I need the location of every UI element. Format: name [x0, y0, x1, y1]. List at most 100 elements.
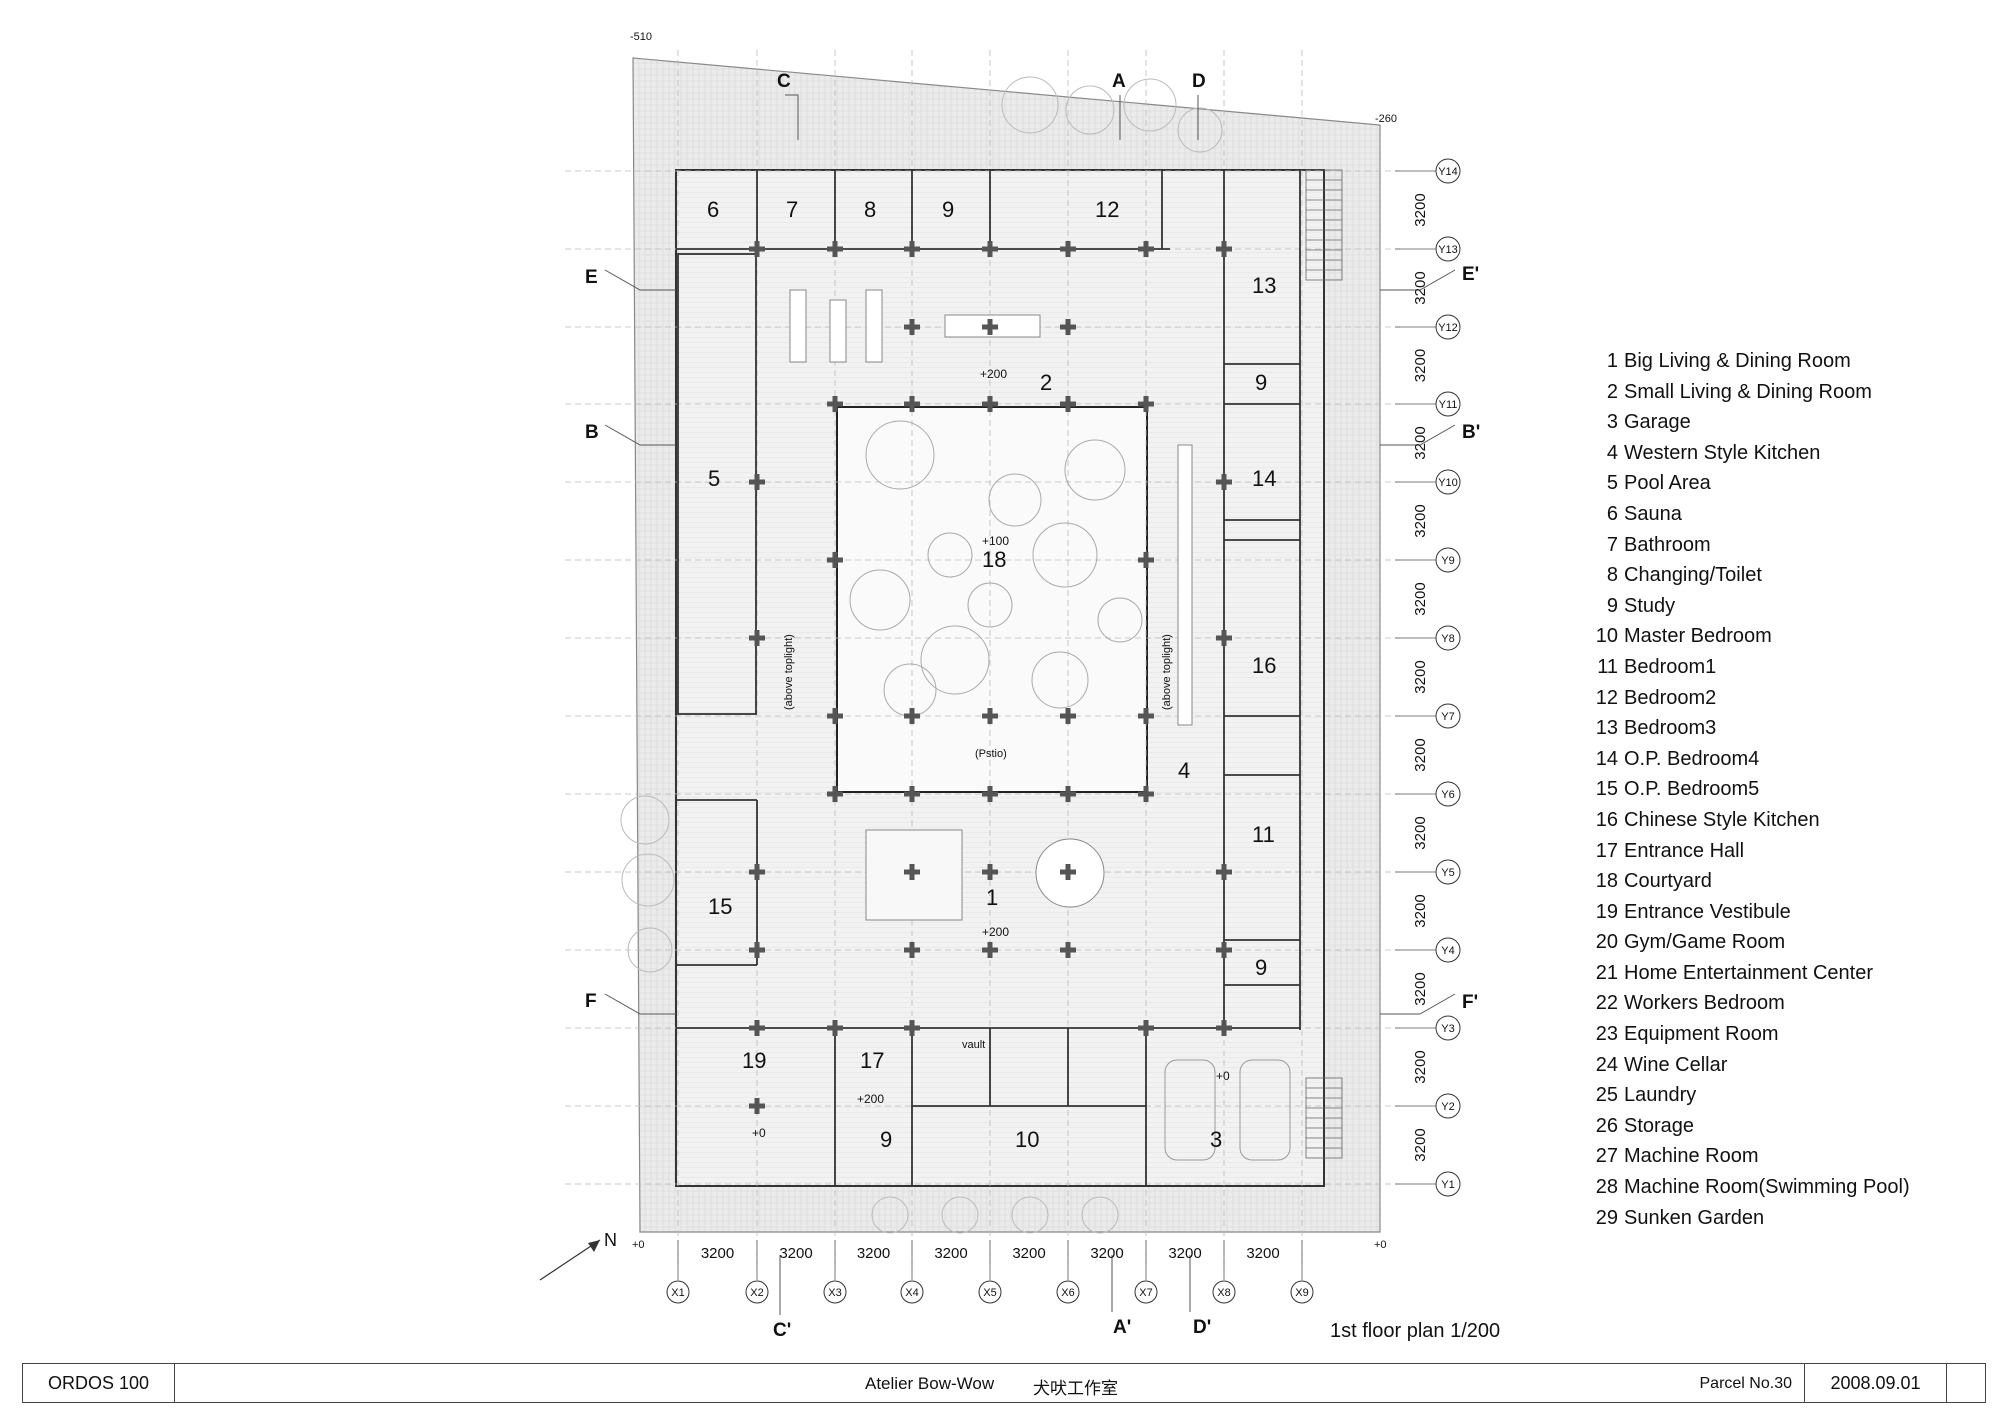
dimension-x: 3200	[934, 1245, 967, 1262]
room-tag-14: 14	[1252, 466, 1276, 491]
dimension-x: 3200	[779, 1245, 812, 1262]
level-living-1: +200	[982, 925, 1009, 939]
room-tag-19: 19	[742, 1048, 766, 1073]
column-marker	[904, 942, 920, 958]
grid-label-x: X5	[983, 1287, 996, 1299]
column-marker	[904, 396, 920, 412]
room-tag-9d: 9	[880, 1127, 892, 1152]
legend-number: 23	[1595, 1023, 1618, 1046]
column-marker	[1216, 241, 1232, 257]
column-marker	[982, 241, 998, 257]
grid-bubble-y: Y13	[1395, 236, 1461, 262]
dimension-y: 3200	[1412, 271, 1429, 304]
grid-bubble-x: X5	[978, 1240, 1002, 1304]
grid-bubble-y: Y2	[1395, 1093, 1461, 1119]
grid-bubble-y: Y8	[1395, 625, 1461, 651]
section-b-left: B	[585, 422, 599, 443]
structural-columns	[749, 241, 1232, 1114]
legend-number: 7	[1606, 533, 1618, 556]
column-marker	[982, 396, 998, 412]
legend-number: 28	[1595, 1176, 1618, 1199]
section-e-left: E	[585, 267, 598, 288]
grid-bubble-y: Y1	[1395, 1171, 1461, 1197]
dimension-y: 3200	[1412, 349, 1429, 382]
grid-bubble-x: X8	[1212, 1240, 1236, 1304]
column-marker	[1060, 708, 1076, 724]
grid-label-y: Y4	[1441, 945, 1454, 957]
dimension-y: 3200	[1412, 193, 1429, 226]
grid-label-y: Y13	[1438, 244, 1458, 256]
grid-bubble-y: Y6	[1395, 781, 1461, 807]
legend-item: 1 Big Living & Dining Room	[1588, 346, 1910, 377]
column-marker	[1138, 241, 1154, 257]
room-tag-7: 7	[786, 197, 798, 222]
level-site-top-right: -260	[1375, 113, 1397, 125]
section-b-right: B'	[1462, 422, 1480, 443]
grid-label-x: X8	[1217, 1287, 1230, 1299]
room-tag-15: 15	[708, 894, 732, 919]
grid-label-y: Y7	[1441, 711, 1454, 723]
column-marker	[1138, 396, 1154, 412]
project-name: ORDOS 100	[23, 1364, 175, 1402]
room-tag-11: 11	[1252, 822, 1275, 847]
revision-cell	[1947, 1364, 1985, 1402]
dimension-y: 3200	[1412, 972, 1429, 1005]
legend-label: Bedroom3	[1624, 717, 1717, 740]
grid-bubble-y: Y12	[1395, 314, 1461, 340]
section-c-bottom: C'	[773, 1320, 791, 1341]
title-block: ORDOS 100 Atelier Bow-Wow 犬吠工作室 Parcel N…	[22, 1363, 1986, 1403]
level-site-bottom-left: +0	[632, 1239, 645, 1251]
column-marker	[1216, 1020, 1232, 1036]
grid-label-y: Y14	[1438, 166, 1458, 178]
legend-number: 12	[1595, 686, 1618, 709]
grid-label-y: Y5	[1441, 867, 1454, 879]
legend-number: 9	[1606, 594, 1618, 617]
grid-label-x: X7	[1139, 1287, 1152, 1299]
legend-label: Bedroom2	[1624, 686, 1717, 709]
room-tag-3: 3	[1210, 1127, 1222, 1152]
column-marker	[904, 241, 920, 257]
column-marker	[749, 241, 765, 257]
room-tag-9a: 9	[942, 197, 954, 222]
grid-bubble-x: X4	[900, 1240, 924, 1304]
grid-label-x: X9	[1295, 1287, 1308, 1299]
legend-number: 3	[1606, 411, 1618, 434]
room-tag-9b: 9	[1255, 370, 1267, 395]
legend-number: 20	[1595, 931, 1618, 954]
column-marker	[1138, 552, 1154, 568]
dimension-x: 3200	[857, 1245, 890, 1262]
legend-label: Big Living & Dining Room	[1624, 350, 1851, 372]
column-marker	[1060, 786, 1076, 802]
drawing-date: 2008.09.01	[1805, 1364, 1947, 1402]
legend-number: 25	[1595, 1084, 1618, 1107]
legend-label: Entrance Hall	[1624, 839, 1745, 862]
legend-label: Western Style Kitchen	[1624, 441, 1821, 464]
legend-label: O.P. Bedroom5	[1624, 778, 1760, 801]
dimension-y: 3200	[1412, 426, 1429, 459]
dimension-x: 3200	[1012, 1245, 1045, 1262]
grid-bubble-y: Y7	[1395, 703, 1461, 729]
legend-label: Sauna	[1624, 502, 1682, 525]
legend-number: 29	[1595, 1206, 1618, 1229]
grid-bubble-y: Y9	[1395, 547, 1461, 573]
legend-number: 1	[1606, 350, 1618, 372]
column-marker	[827, 396, 843, 412]
legend-number: 4	[1606, 441, 1618, 464]
legend-label: Study	[1624, 594, 1676, 617]
legend-label: Wine Cellar	[1624, 1053, 1728, 1076]
level-site-bottom-right: +0	[1374, 1239, 1387, 1251]
legend-item: 12 Bedroom2	[1588, 683, 1910, 714]
column-marker	[982, 786, 998, 802]
grid-label-x: X3	[828, 1287, 841, 1299]
column-marker	[827, 708, 843, 724]
